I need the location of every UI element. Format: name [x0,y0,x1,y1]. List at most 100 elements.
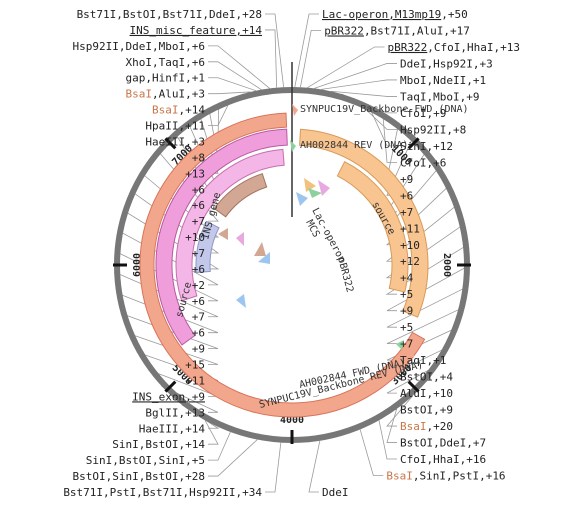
enzyme-site-label[interactable]: Lac-operon,M13mp19,+50 [322,8,468,21]
inner-lilac-arc[interactable] [195,220,220,274]
enzyme-site-label[interactable]: INS_misc_feature,+14 [130,24,263,37]
enzyme-site-label[interactable]: +8 [192,151,205,164]
enzyme-site-label[interactable]: +10 [185,231,205,244]
enzyme-site-label[interactable]: TaqI,+1 [400,354,446,367]
scale-tick [407,380,420,393]
enzyme-site-label[interactable]: DdeI,Hsp92I,+3 [400,57,493,70]
enzyme-site-label[interactable]: CfoI,+6 [400,156,446,169]
enzyme-site-label[interactable]: Hsp92II,+8 [400,123,466,136]
enzyme-site-label[interactable]: +6 [400,189,413,202]
enzyme-site-label[interactable]: +10 [400,239,420,252]
fwd-marker-1[interactable] [396,340,404,350]
ins-gene-arc[interactable] [155,128,288,346]
enzyme-site-label[interactable]: +6 [192,327,205,340]
enzyme-site-label[interactable]: CfoI,+9 [400,107,446,120]
enzyme-site-label[interactable]: +11 [185,374,205,387]
enzyme-site-label[interactable]: SinI,+12 [400,140,453,153]
source-right-arc[interactable] [299,128,429,318]
enzyme-site-label[interactable]: +7 [192,247,205,260]
feature-label[interactable]: AH002844 REV (DNA) [300,140,408,151]
enzyme-site-label[interactable]: +6 [192,263,205,276]
enzyme-site-label[interactable]: MboI,NdeII,+1 [400,74,486,87]
mcs-arrow-3[interactable] [318,180,330,196]
enzyme-site-label[interactable]: Bst71I,PstI,Bst71I,Hsp92II,+34 [63,486,262,499]
enzyme-site-label[interactable]: BstOI,SinI,BstOI,+28 [73,470,205,483]
feature-link-name[interactable]: pBR322 [388,41,428,54]
label-leader-line [208,45,270,89]
source-outer-arc[interactable] [139,112,426,418]
enzyme-site-label[interactable]: pBR322,Bst71I,AluI,+17 [324,24,470,37]
enzyme-site-label[interactable]: DdeI [322,486,349,499]
enzyme-site-label[interactable]: +13 [185,167,205,180]
enzyme-site-label[interactable]: TaqI,MboI,+9 [400,90,479,103]
enzyme-site-label[interactable]: HaeIII,+14 [139,422,206,435]
mcs-arrow-6[interactable] [292,104,298,116]
enzyme-site-label[interactable]: BsaI,+20 [400,420,453,433]
enzyme-site-label[interactable]: +6 [192,183,205,196]
enzyme-site-label[interactable]: BsaI,AluI,+3 [126,88,205,101]
enzyme-site-label[interactable]: +4 [400,272,414,285]
enzyme-site-label[interactable]: +11 [400,222,420,235]
enzyme-site-label[interactable]: +2 [192,279,205,292]
enzyme-site-label[interactable]: BstOI,+9 [400,404,453,417]
enzyme-site-rest: ,+20 [427,420,454,433]
enzyme-site-label[interactable]: +15 [185,359,205,372]
enzyme-site-label[interactable]: BsaI,+14 [152,104,205,117]
enzyme-site-label[interactable]: pBR322,CfoI,HhaI,+13 [388,41,520,54]
enzyme-site-label[interactable]: SinI,BstOI,+14 [112,438,205,451]
inner-arrow-d[interactable] [218,228,228,240]
mcs-arrow-2[interactable] [308,188,322,198]
enzyme-site-label[interactable]: +5 [400,288,413,301]
mcs-arrow-5[interactable] [290,140,296,152]
inner-arrow-a[interactable] [254,242,266,256]
mcs-arrow-1[interactable] [304,178,316,192]
enzyme-site-label[interactable]: +9 [400,173,413,186]
enzyme-site-label[interactable]: BstOI,DdeI,+7 [400,437,486,450]
enzyme-site-label[interactable]: BstOI,+4 [400,371,453,384]
label-leader-line [382,111,397,163]
enzyme-site-label[interactable]: +9 [192,343,205,356]
inner-brown-arc[interactable] [213,173,268,218]
enzyme-site-label[interactable]: +9 [400,305,413,318]
feature-label[interactable]: SYNPUC19V_Backbone FWD (DNA) [300,104,469,115]
inner-pink-arc[interactable] [175,148,285,302]
enzyme-site-label[interactable]: HaeIII,+3 [145,135,205,148]
enzyme-site-rest: ,+14 [179,104,206,117]
label-leader-line [307,46,385,89]
enzyme-site-label[interactable]: gap,HinfI,+1 [126,72,205,85]
enzyme-site-label[interactable]: BglII,+13 [145,406,205,419]
enzyme-site-label[interactable]: +7 [400,338,413,351]
label-leader-line [378,420,397,460]
enzyme-site-label[interactable]: Hsp92II,DdeI,MboI,+6 [73,40,205,53]
mcs-arrow-4[interactable] [296,192,308,206]
label-leader-line [294,13,319,88]
pbr322-arc[interactable] [336,160,409,293]
feature-link-name[interactable]: pBR322 [324,24,364,37]
enzyme-site-label[interactable]: +7 [192,215,205,228]
enzyme-site-label[interactable]: +6 [192,199,205,212]
inner-arrow-b[interactable] [258,252,270,264]
label-leader-line [208,61,262,90]
enzyme-site-label[interactable]: +12 [400,255,420,268]
inner-arrow-c[interactable] [236,232,244,246]
enzyme-site-label[interactable]: +7 [192,311,205,324]
fwd-marker-2[interactable] [406,346,414,358]
label-leader-line [386,264,471,312]
enzyme-site-label[interactable]: +7 [400,206,413,219]
enzyme-site-label[interactable]: BsaI,SinI,PstI,+16 [386,470,505,483]
enzyme-site-label[interactable]: +5 [400,321,413,334]
feature-link-name[interactable]: Lac-operon,M13mp19 [322,8,441,21]
enzyme-site-label[interactable]: XhoI,TaqI,+6 [126,56,205,69]
inner-arrow-e[interactable] [236,294,246,308]
label-leader-line [330,90,397,97]
enzyme-site-label[interactable]: AluI,+10 [400,387,453,400]
enzyme-site-label[interactable]: CfoI,HhaI,+16 [400,453,486,466]
label-leader-line [208,91,251,95]
enzyme-site-label[interactable]: Bst71I,BstOI,Bst71I,DdeI,+28 [77,8,262,21]
enzyme-site-label[interactable]: INS_exon,+9 [132,390,205,403]
scale-tick [407,137,420,150]
label-leader-line [386,363,441,394]
enzyme-site-label[interactable]: SinI,BstOI,SinI,+5 [86,454,205,467]
enzyme-site-label[interactable]: HpaII,+11 [145,120,205,133]
enzyme-site-label[interactable]: +6 [192,295,205,308]
